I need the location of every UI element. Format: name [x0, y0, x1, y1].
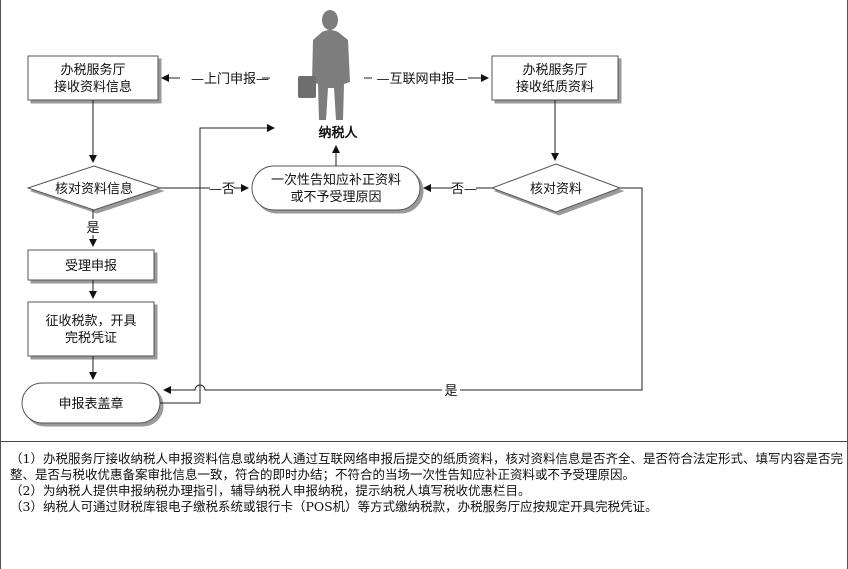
yes-down-label: 是 — [86, 221, 99, 236]
note-1: （1）办税服务厅接收纳税人申报资料信息或纳税人通过互联网络申报后提交的纸质资料，… — [10, 451, 843, 482]
no-left-label: —否 — [209, 182, 235, 197]
hall-receive-paper-box: 办税服务厅 接收纸质资料 — [491, 55, 619, 101]
stamp-box: 申报表盖章 — [21, 382, 161, 424]
taxpayer-icon — [298, 10, 350, 120]
arrow-yes-bottom — [163, 187, 643, 394]
one-time-notice-box: 一次性告知应补正资料 或不予受理原因 — [251, 165, 421, 211]
check-info-diamond: 核对资料信息 — [26, 165, 162, 211]
flowchart: 纳税人 办税服务厅 接收资料信息 办税服务厅 接收纸质资料 —上门申报— —互联… — [21, 10, 643, 424]
hall-receive-paper-line1: 办税服务厅 — [522, 62, 587, 78]
hall-receive-paper-line2: 接收纸质资料 — [516, 79, 594, 95]
collect-line1: 征收税款，开具 — [45, 314, 136, 329]
check-docs-label: 核对资料 — [530, 182, 582, 197]
arrow-stamp-to-taxpayer — [160, 124, 275, 404]
internet-filing-label: —互联网申报— — [376, 72, 467, 87]
accept-box: 受理申报 — [27, 249, 155, 281]
note-2: （2）为纳税人提供申报纳税办理指引，辅导纳税人申报纳税，提示纳税人填写税收优惠栏… — [10, 483, 531, 498]
taxpayer-label: 纳税人 — [318, 125, 358, 141]
door-filing-label: —上门申报— — [191, 72, 269, 87]
hall-receive-info-line1: 办税服务厅 — [60, 62, 125, 78]
check-info-label: 核对资料信息 — [55, 181, 133, 197]
notes-section: （1）办税服务厅接收纳税人申报资料信息或纳税人通过互联网络申报后提交的纸质资料，… — [10, 451, 844, 515]
accept-label: 受理申报 — [65, 259, 117, 274]
section-divider — [0, 441, 848, 442]
collect-box: 征收税款，开具 完税凭证 — [27, 301, 155, 357]
check-docs-diamond: 核对资料 — [490, 163, 622, 213]
collect-line2: 完税凭证 — [65, 331, 117, 346]
stamp-label: 申报表盖章 — [58, 396, 123, 412]
one-time-notice-line1: 一次性告知应补正资料 — [271, 172, 401, 188]
hall-receive-info-line2: 接收资料信息 — [54, 79, 132, 95]
hall-receive-info-box: 办税服务厅 接收资料信息 — [27, 55, 159, 101]
no-right-label: 否— — [451, 182, 477, 197]
note-3: （3）纳税人可通过财税库银电子缴税系统或银行卡（POS机）等方式缴纳税款，办税服… — [10, 499, 658, 514]
yes-bottom-label: 是 — [444, 384, 457, 399]
one-time-notice-line2: 或不予受理原因 — [290, 190, 381, 205]
